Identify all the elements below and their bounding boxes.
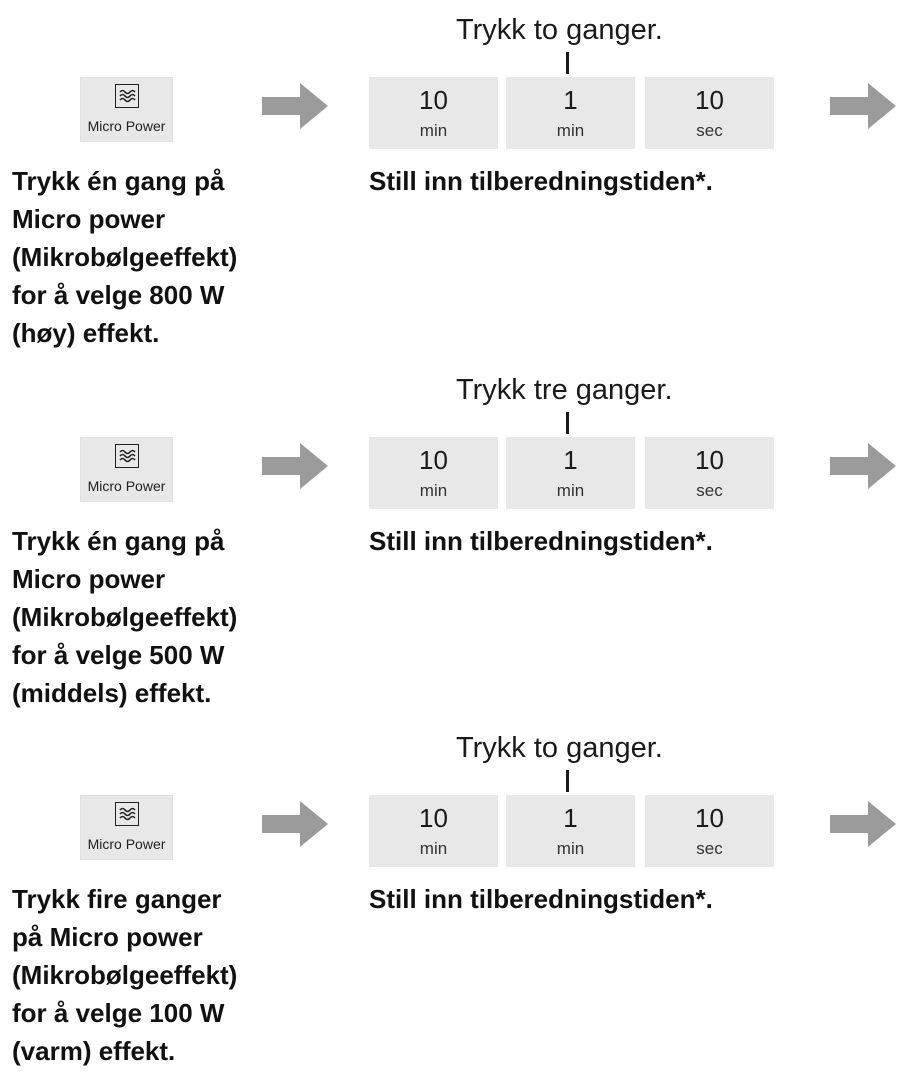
time-button-1-min[interactable]: 1 min bbox=[506, 795, 635, 867]
time-button-10-sec[interactable]: 10 sec bbox=[645, 437, 774, 509]
time-button-10-sec[interactable]: 10 sec bbox=[645, 77, 774, 149]
micro-power-label: Micro Power bbox=[87, 478, 166, 494]
time-button-1-min[interactable]: 1 min bbox=[506, 77, 635, 149]
time-button-value: 10 bbox=[695, 803, 724, 833]
press-indicator-line bbox=[566, 52, 569, 74]
time-button-10-min[interactable]: 10 min bbox=[369, 795, 498, 867]
time-button-10-sec[interactable]: 10 sec bbox=[645, 795, 774, 867]
time-button-unit: sec bbox=[696, 121, 723, 140]
time-button-unit: sec bbox=[696, 839, 723, 858]
press-count-note: Trykk tre ganger. bbox=[456, 374, 673, 406]
wave-icon bbox=[115, 802, 139, 826]
arrow-right-icon bbox=[830, 801, 896, 847]
micro-power-label: Micro Power bbox=[87, 836, 166, 852]
arrow-right-icon bbox=[262, 83, 328, 129]
time-button-value: 10 bbox=[419, 445, 448, 475]
time-button-1-min[interactable]: 1 min bbox=[506, 437, 635, 509]
time-button-10-min[interactable]: 10 min bbox=[369, 77, 498, 149]
time-button-value: 1 bbox=[563, 445, 578, 475]
wave-icon bbox=[115, 84, 139, 108]
time-button-unit: min bbox=[419, 481, 448, 500]
power-instruction: Trykk fire ganger på Micro power (Mikrob… bbox=[12, 884, 238, 1066]
time-button-unit: min bbox=[419, 839, 448, 858]
wave-icon bbox=[115, 444, 139, 468]
press-indicator-line bbox=[566, 412, 569, 434]
time-instruction: Still inn tilberedningstiden*. bbox=[369, 166, 713, 196]
time-button-unit: min bbox=[556, 121, 585, 140]
press-count-note: Trykk to ganger. bbox=[456, 14, 663, 46]
time-button-value: 10 bbox=[695, 85, 724, 115]
time-button-unit: min bbox=[556, 839, 585, 858]
time-button-10-min[interactable]: 10 min bbox=[369, 437, 498, 509]
micro-power-button[interactable]: Micro Power bbox=[80, 795, 173, 860]
step-3: Trykk to ganger. Micro Power 10 min 1 mi… bbox=[0, 718, 901, 1078]
step-1: Trykk to ganger. Micro Power 10 min 1 mi… bbox=[0, 0, 901, 360]
arrow-right-icon bbox=[830, 443, 896, 489]
time-button-value: 10 bbox=[695, 445, 724, 475]
power-instruction: Trykk én gang på Micro power (Mikrobølge… bbox=[12, 526, 238, 708]
arrow-right-icon bbox=[262, 443, 328, 489]
time-button-value: 10 bbox=[419, 803, 448, 833]
micro-power-button[interactable]: Micro Power bbox=[80, 437, 173, 502]
arrow-right-icon bbox=[262, 801, 328, 847]
power-instruction: Trykk én gang på Micro power (Mikrobølge… bbox=[12, 166, 238, 348]
press-count-note: Trykk to ganger. bbox=[456, 732, 663, 764]
micro-power-button[interactable]: Micro Power bbox=[80, 77, 173, 142]
time-button-value: 10 bbox=[419, 85, 448, 115]
micro-power-label: Micro Power bbox=[87, 118, 166, 134]
time-button-value: 1 bbox=[563, 803, 578, 833]
time-button-unit: min bbox=[556, 481, 585, 500]
step-2: Trykk tre ganger. Micro Power 10 min 1 m… bbox=[0, 360, 901, 720]
time-button-unit: sec bbox=[696, 481, 723, 500]
arrow-right-icon bbox=[830, 83, 896, 129]
time-instruction: Still inn tilberedningstiden*. bbox=[369, 884, 713, 914]
time-button-value: 1 bbox=[563, 85, 578, 115]
press-indicator-line bbox=[566, 770, 569, 792]
time-button-unit: min bbox=[419, 121, 448, 140]
time-instruction: Still inn tilberedningstiden*. bbox=[369, 526, 713, 556]
